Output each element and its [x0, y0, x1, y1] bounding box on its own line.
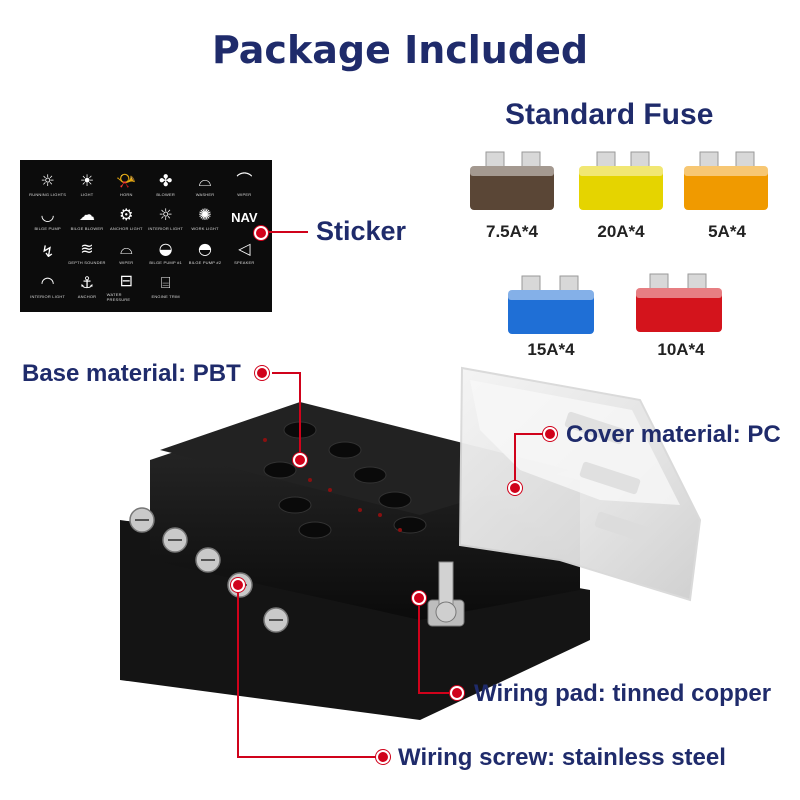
- sticker-caption: BILGE PUMP: [34, 226, 61, 231]
- fuse-20a: [579, 151, 663, 210]
- fuse-7-5a: [470, 151, 554, 210]
- sticker-icon: ◠ INTERIOR LIGHT: [28, 270, 67, 304]
- sticker-glyph-icon: ✺: [198, 205, 212, 224]
- sticker-icon: ⚓ ANCHOR: [67, 270, 106, 304]
- sticker-glyph-icon: ◡: [40, 205, 55, 224]
- page-title: Package Included: [211, 28, 589, 72]
- sticker-glyph-icon: ◠: [40, 273, 55, 292]
- sticker-caption: ENGINE TRIM: [151, 294, 180, 299]
- sticker-callout-dot: [254, 226, 268, 240]
- pad-target-dot: [412, 591, 426, 605]
- sticker-icon: ⚙ ANCHOR LIGHT: [107, 202, 146, 236]
- sticker-glyph-icon: ☁: [78, 205, 95, 224]
- sticker-glyph-icon: ⚓: [79, 273, 95, 292]
- fuse-label-5a: 5A*4: [708, 222, 746, 241]
- sticker-glyph-icon: ◁: [238, 239, 251, 258]
- sticker-icon: ⌓ WASHER: [185, 168, 224, 202]
- sticker-caption: INTERIOR LIGHT: [148, 226, 184, 231]
- sticker-glyph-icon: ◒: [158, 239, 173, 258]
- sticker-glyph-icon: ◓: [198, 239, 212, 258]
- sticker-caption: WIPER: [237, 192, 252, 197]
- wiring-pad: [427, 561, 465, 627]
- sticker-caption: SPEAKER: [234, 260, 255, 265]
- sticker-glyph-icon: ☼: [158, 205, 173, 224]
- sticker-icon: NAV: [225, 202, 264, 236]
- sticker-caption: BLOWER: [156, 192, 175, 197]
- wiring-screws: [129, 507, 289, 633]
- sticker-icon: ◡ BILGE PUMP: [28, 202, 67, 236]
- sticker-icon: ◁ SPEAKER: [225, 236, 264, 270]
- sticker-glyph-icon: ⌸: [160, 273, 171, 292]
- sticker-sheet: ☼ RUNNING LIGHTS ☀ LIGHT 📯 HORN ✤ BLOWER ⌓ WASHER…: [20, 160, 272, 312]
- fuse-label-10a: 10A*4: [657, 340, 705, 359]
- sticker-caption: WATER PRESSURE: [106, 291, 131, 302]
- sticker-glyph-icon: ☼: [40, 171, 55, 190]
- sticker-icon: ☼ RUNNING LIGHTS: [28, 168, 67, 202]
- sticker-icon: ⌸ ENGINE TRIM: [146, 270, 185, 304]
- sticker-icon: ☀ LIGHT: [67, 168, 106, 202]
- sticker-icon: ☼ INTERIOR LIGHT: [146, 202, 185, 236]
- sticker-glyph-icon: ⌓: [119, 239, 133, 258]
- sticker-glyph-icon: ≋: [80, 239, 94, 258]
- sticker-glyph-icon: ↯: [40, 241, 55, 261]
- sticker-caption: BILGE BLOWER: [70, 226, 104, 231]
- sticker-callout-line: [268, 231, 308, 233]
- sticker-caption: WIPER: [119, 260, 134, 265]
- sticker-glyph-icon: ⌒: [236, 171, 253, 190]
- screw-target-dot: [231, 578, 245, 592]
- wiring-pad-callout: Wiring pad: tinned copper: [474, 680, 772, 707]
- sticker-icon: 📯 HORN: [107, 168, 146, 202]
- fuse-label-7-5a: 7.5A*4: [486, 222, 538, 241]
- base-target-dot: [293, 453, 307, 467]
- wiring-screw-callout: Wiring screw: stainless steel: [398, 744, 726, 771]
- screw-callout-dot: [376, 750, 390, 764]
- sticker-icon: ⊟WATER PRESSURE: [107, 270, 146, 304]
- sticker-icon: ⌓ WIPER: [107, 236, 146, 270]
- sticker-caption: WASHER: [195, 192, 215, 197]
- sticker-glyph-icon: NAV: [231, 210, 258, 225]
- sticker-icon: ☁ BILGE BLOWER: [67, 202, 106, 236]
- callout-leaders: [237, 372, 548, 758]
- fuse-label-15a: 15A*4: [527, 340, 575, 359]
- sticker-glyph-icon: ⊟: [119, 270, 134, 290]
- sticker-glyph-icon: ⚙: [119, 205, 134, 224]
- sticker-callout: Sticker: [316, 216, 407, 246]
- transparent-cover: [458, 366, 702, 602]
- cover-target-dot: [508, 481, 522, 495]
- sticker-caption: DEPTH SOUNDER: [68, 260, 106, 265]
- cover-material-callout: Cover material: PC: [566, 421, 781, 448]
- sticker-icon: ≋ DEPTH SOUNDER: [67, 236, 106, 270]
- fuse-15a: [508, 275, 594, 334]
- pad-callout-dot: [450, 686, 464, 700]
- fuse-label-20a: 20A*4: [597, 222, 645, 241]
- sticker-caption: ANCHOR: [77, 294, 97, 299]
- sticker-icon: ↯: [28, 236, 67, 270]
- sticker-glyph-icon: ☀: [79, 171, 95, 190]
- sticker-icon: ⌒ WIPER: [225, 168, 264, 202]
- sticker-caption: WORK LIGHT: [191, 226, 219, 231]
- base-material-callout: Base material: PBT: [22, 360, 241, 387]
- fuse-5a: [684, 151, 768, 210]
- sticker-icon: ✺ WORK LIGHT: [185, 202, 224, 236]
- sticker-icon: ✤ BLOWER: [146, 168, 185, 202]
- cover-callout-dot: [543, 427, 557, 441]
- sticker-icon: ◓ BILGE PUMP #2: [185, 236, 224, 270]
- sticker-caption: BILGE PUMP #1: [149, 260, 182, 265]
- sticker-glyph-icon: ⌓: [198, 171, 212, 190]
- sticker-caption: ANCHOR LIGHT: [110, 226, 143, 231]
- base-callout-dot: [255, 366, 269, 380]
- sticker-icon-grid: ☼ RUNNING LIGHTS ☀ LIGHT 📯 HORN ✤ BLOWER ⌓ WASHER…: [28, 168, 264, 304]
- sticker-caption: LIGHT: [80, 192, 94, 197]
- sticker-caption: INTERIOR LIGHT: [30, 294, 66, 299]
- sticker-caption: BILGE PUMP #2: [188, 260, 222, 265]
- sticker-caption: RUNNING LIGHTS: [29, 192, 67, 197]
- sticker-caption: HORN: [120, 192, 133, 197]
- sticker-glyph-icon: ✤: [158, 171, 173, 190]
- fuse-heading: Standard Fuse: [505, 98, 714, 131]
- fuse-10a: [636, 273, 722, 332]
- sticker-glyph-icon: 📯: [116, 171, 137, 190]
- sticker-icon: ◒ BILGE PUMP #1: [146, 236, 185, 270]
